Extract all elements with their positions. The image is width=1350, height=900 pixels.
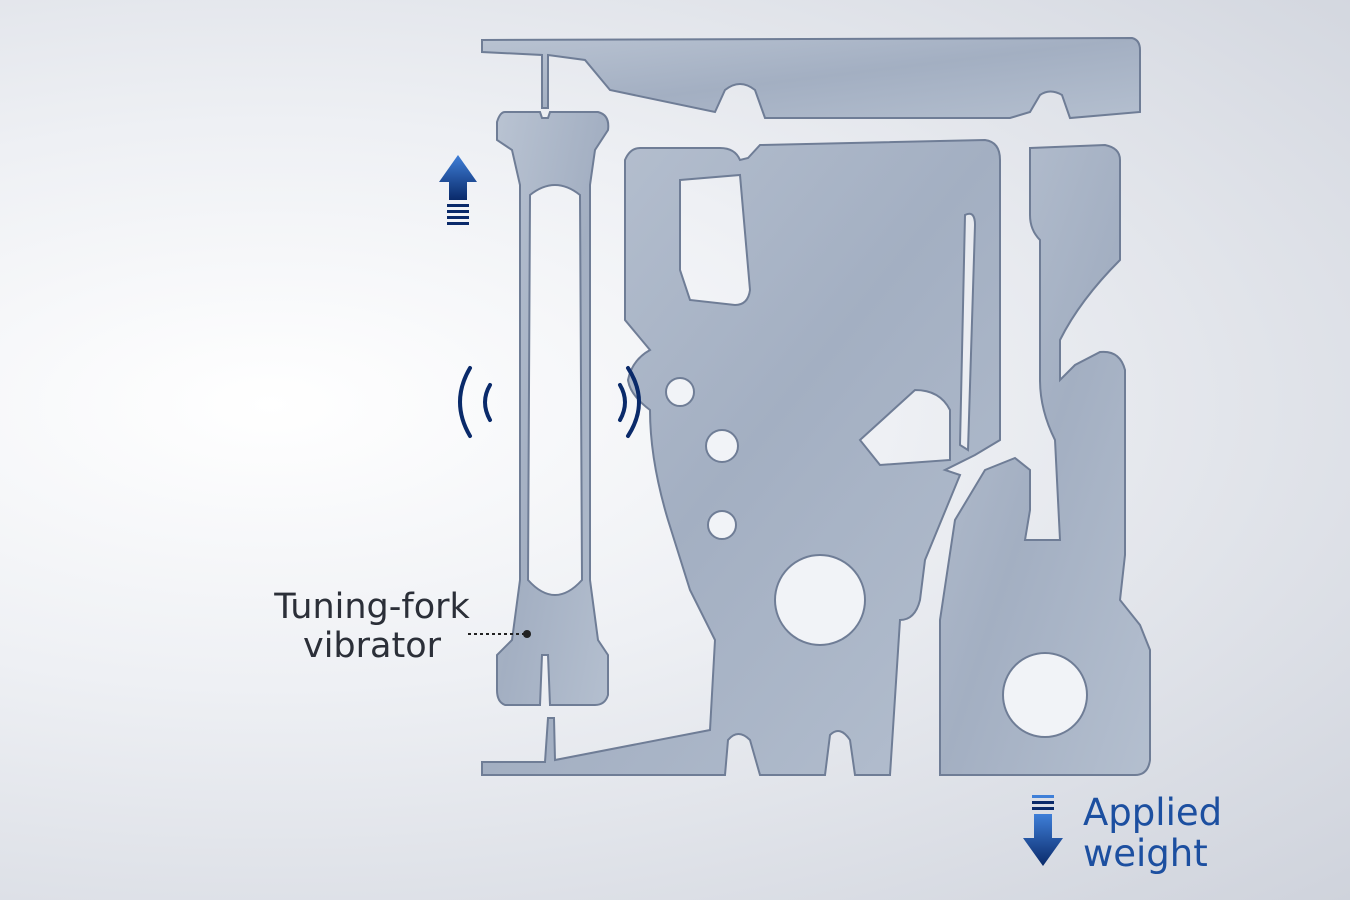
applied-weight-label-line1: Applied: [1083, 791, 1223, 834]
small-hole: [705, 429, 739, 463]
applied-weight-label: Applied weight: [1083, 791, 1223, 875]
leader-dot: [523, 630, 531, 638]
large-hole: [774, 554, 866, 646]
main-body: [481, 138, 1001, 776]
tuning-fork-label-line1: Tuning-fork: [274, 587, 470, 627]
applied-weight-label-line2: weight: [1083, 831, 1208, 875]
top-beam: [481, 36, 1141, 120]
arrow-up-icon: [439, 155, 477, 225]
right-hole: [1002, 652, 1088, 738]
tuning-fork-label: Tuning-fork vibrator: [258, 588, 486, 665]
tuning-fork-label-line2: vibrator: [302, 625, 442, 666]
right-arm: [939, 143, 1151, 776]
arrow-down-icon: [1023, 795, 1063, 866]
small-hole: [707, 510, 737, 540]
vibration-waves-icon: [458, 366, 641, 438]
small-hole: [665, 377, 695, 407]
tuning-fork-vibrator: [496, 111, 610, 706]
